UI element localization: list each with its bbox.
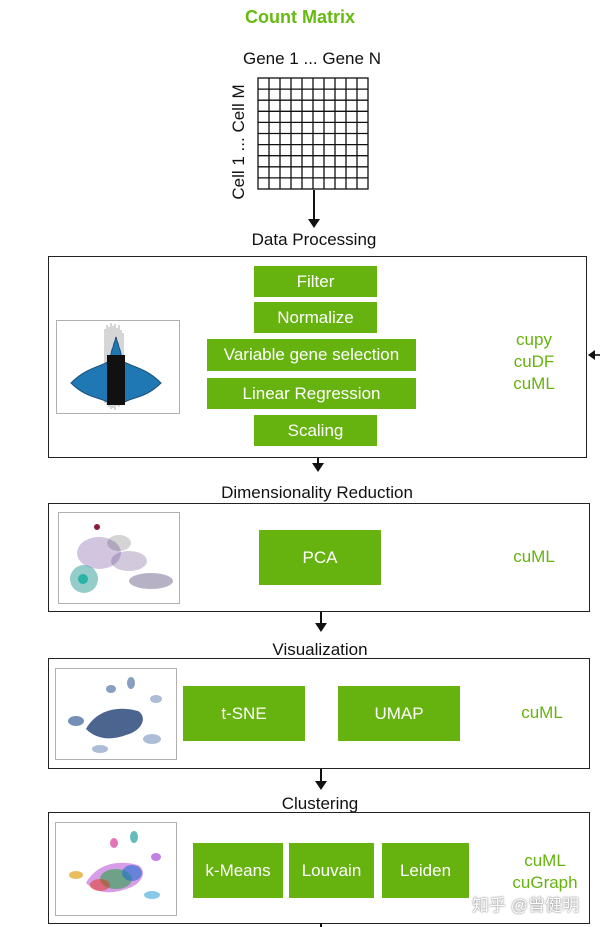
library-name: cuDF (513, 352, 555, 371)
connector-line (320, 769, 322, 783)
stage-label-data-processing: Data Processing (251, 230, 377, 249)
stage-label-clustering: Clustering (281, 794, 359, 813)
pca-plot-thumbnail (58, 512, 180, 604)
count-matrix-grid (257, 77, 369, 190)
page-title: Count Matrix (245, 7, 355, 27)
linear-regression-step: Linear Regression (207, 378, 416, 409)
tsne-plot-thumbnail (55, 668, 177, 760)
arrow-down-icon (315, 781, 327, 790)
filter-step: Filter (254, 266, 377, 297)
scaling-step: Scaling (254, 415, 377, 446)
library-name: cuGraph (512, 873, 578, 892)
stage-label-visualization: Visualization (272, 640, 368, 659)
library-name: cuML (513, 374, 555, 393)
cluster-plot-thumbnail (55, 822, 177, 916)
leiden-step: Leiden (382, 843, 469, 898)
watermark: 知乎 @曾健明 (472, 896, 579, 915)
arrow-down-icon (312, 463, 324, 472)
library-name: cuML (521, 703, 563, 722)
library-name: cuML (513, 547, 555, 566)
violin-plot-thumbnail (56, 320, 180, 414)
library-name: cupy (516, 330, 552, 349)
arrow-down-icon (308, 219, 320, 228)
umap-step: UMAP (338, 686, 460, 741)
arrow-down-icon (315, 623, 327, 632)
connector-line (317, 458, 319, 465)
k-means-step: k-Means (193, 843, 283, 898)
connector-line (313, 190, 315, 221)
library-list: cupy cuDF cuML (494, 329, 574, 395)
cell-axis-label: Cell 1 ... Cell M (229, 84, 248, 200)
connector-line (320, 612, 322, 625)
stage-label-dimensionality-reduction: Dimensionality Reduction (221, 483, 413, 502)
gene-axis-label: Gene 1 ... Gene N (243, 49, 381, 68)
variable-gene-selection-step: Variable gene selection (207, 339, 416, 371)
library-name: cuML (524, 851, 566, 870)
connector-line (320, 923, 322, 927)
tsne-step: t-SNE (183, 686, 305, 741)
normalize-step: Normalize (254, 302, 377, 333)
arrow-left-icon (588, 350, 600, 360)
louvain-step: Louvain (289, 843, 374, 898)
library-list: cuML cuGraph (500, 850, 590, 894)
pca-step: PCA (259, 530, 381, 585)
